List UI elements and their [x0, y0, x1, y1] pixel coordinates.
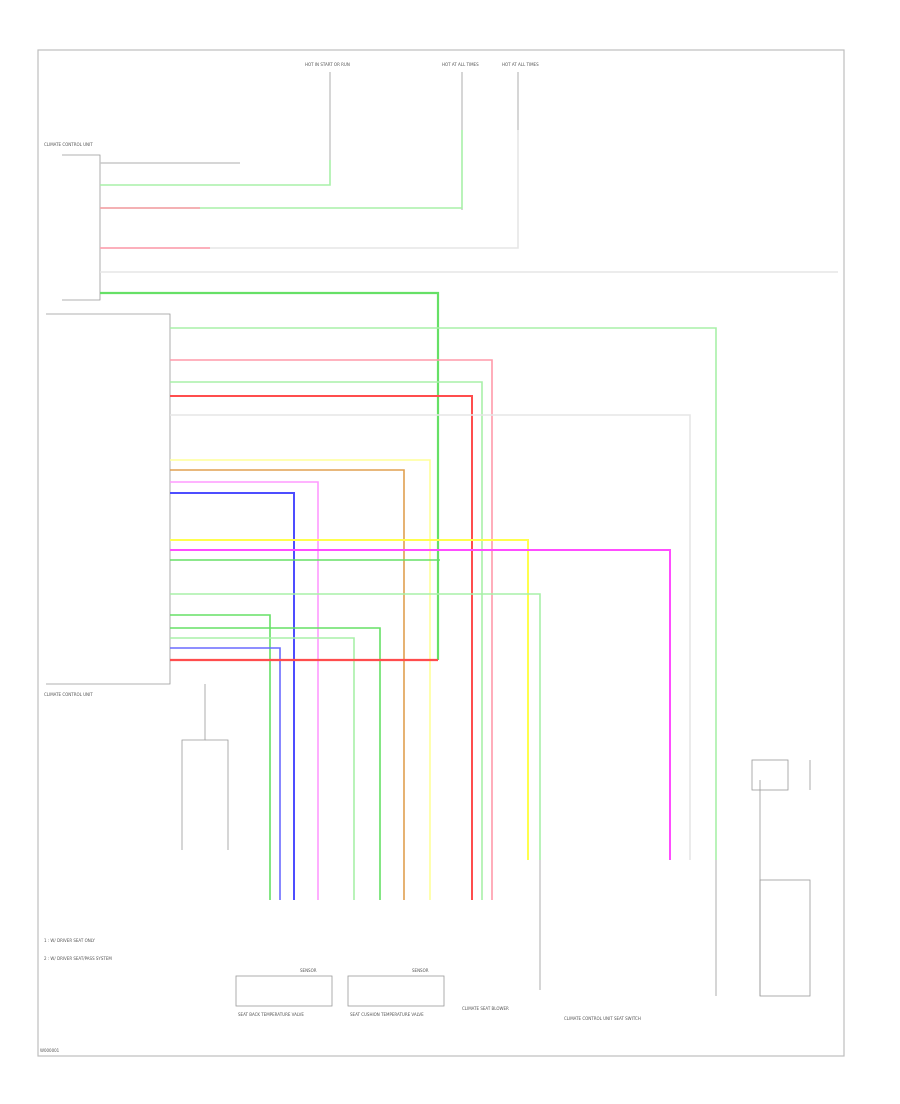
label-actuator-left: SEAT BACK TEMPERATURE VALVE — [238, 1012, 304, 1017]
label-actuator-right: SEAT CUSHION TEMPERATURE VALVE — [350, 1012, 424, 1017]
upper-wires — [100, 130, 838, 660]
label-blower-module: CLIMATE SEAT BLOWER — [462, 1006, 509, 1011]
note-1: 1 : W/ DRIVER SEAT ONLY — [44, 938, 95, 943]
label-control-unit-top: CLIMATE CONTROL UNIT — [44, 142, 93, 147]
footer-code: W000001 — [40, 1048, 60, 1053]
label-hot-at-all-times-2: HOT AT ALL TIMES — [502, 62, 539, 67]
label-control-unit-main: CLIMATE CONTROL UNIT — [44, 692, 93, 697]
top-power-sources — [329, 72, 519, 240]
seat-switch-wires — [539, 759, 811, 997]
actuator-right-box — [347, 975, 445, 1007]
note-2: 2 : W/ DRIVER SEAT/PASS SYSTEM — [44, 956, 112, 961]
main-unit-outline — [46, 313, 171, 685]
actuator-left-box — [235, 975, 333, 1007]
diagram-frame — [37, 49, 845, 1057]
upper-unit-outline — [62, 154, 101, 301]
label-sensor-left: SENSOR — [300, 968, 317, 973]
label-seat-switch: CLIMATE CONTROL UNIT SEAT SWITCH — [564, 1016, 641, 1021]
ground-section — [181, 684, 229, 850]
label-hot-at-all-times-1: HOT AT ALL TIMES — [442, 62, 479, 67]
label-hot-in-start: HOT IN START OR RUN — [305, 62, 350, 67]
main-wires — [170, 327, 717, 900]
label-sensor-right: SENSOR — [412, 968, 429, 973]
